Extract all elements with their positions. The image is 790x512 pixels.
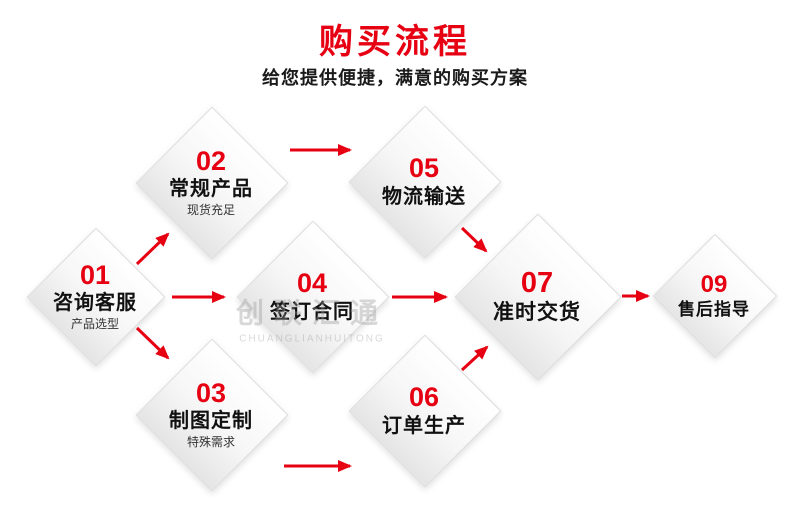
flow-node-07: 07 准时交货 [454,213,622,381]
flow-node-02: 02 常规产品 现货充足 [135,106,289,260]
flow-node-05: 05 物流输送 [348,105,502,259]
node-number: 03 [195,378,227,409]
node-label: 常规产品 [169,178,253,201]
flow-node-09: 09 售后指导 [652,233,778,359]
flow-node-01: 01 咨询客服 产品选型 [26,227,166,367]
node-number: 09 [700,270,728,298]
node-label: 物流输送 [382,185,466,208]
node-number: 05 [408,153,440,184]
node-sublabel: 产品选型 [70,317,119,332]
node-sublabel: 特殊需求 [186,435,235,450]
node-label: 咨询客服 [53,292,137,315]
page-title: 购买流程 [319,23,471,61]
node-label: 准时交货 [493,301,581,325]
flow-node-03: 03 制图定制 特殊需求 [135,338,289,492]
node-label: 售后指导 [678,299,750,319]
node-number: 01 [79,260,111,291]
node-number: 04 [296,268,328,299]
flow-node-04: 04 签订合同 [236,220,390,374]
node-label: 订单生产 [382,414,466,437]
flow-node-06: 06 订单生产 [348,334,502,488]
node-label: 制图定制 [169,410,253,433]
node-label: 签订合同 [270,300,354,323]
page-subtitle: 给您提供便捷，满意的购买方案 [262,68,528,88]
node-number: 06 [408,382,440,413]
node-sublabel: 现货充足 [186,203,235,218]
node-number: 02 [195,146,227,177]
node-number: 07 [520,266,554,299]
